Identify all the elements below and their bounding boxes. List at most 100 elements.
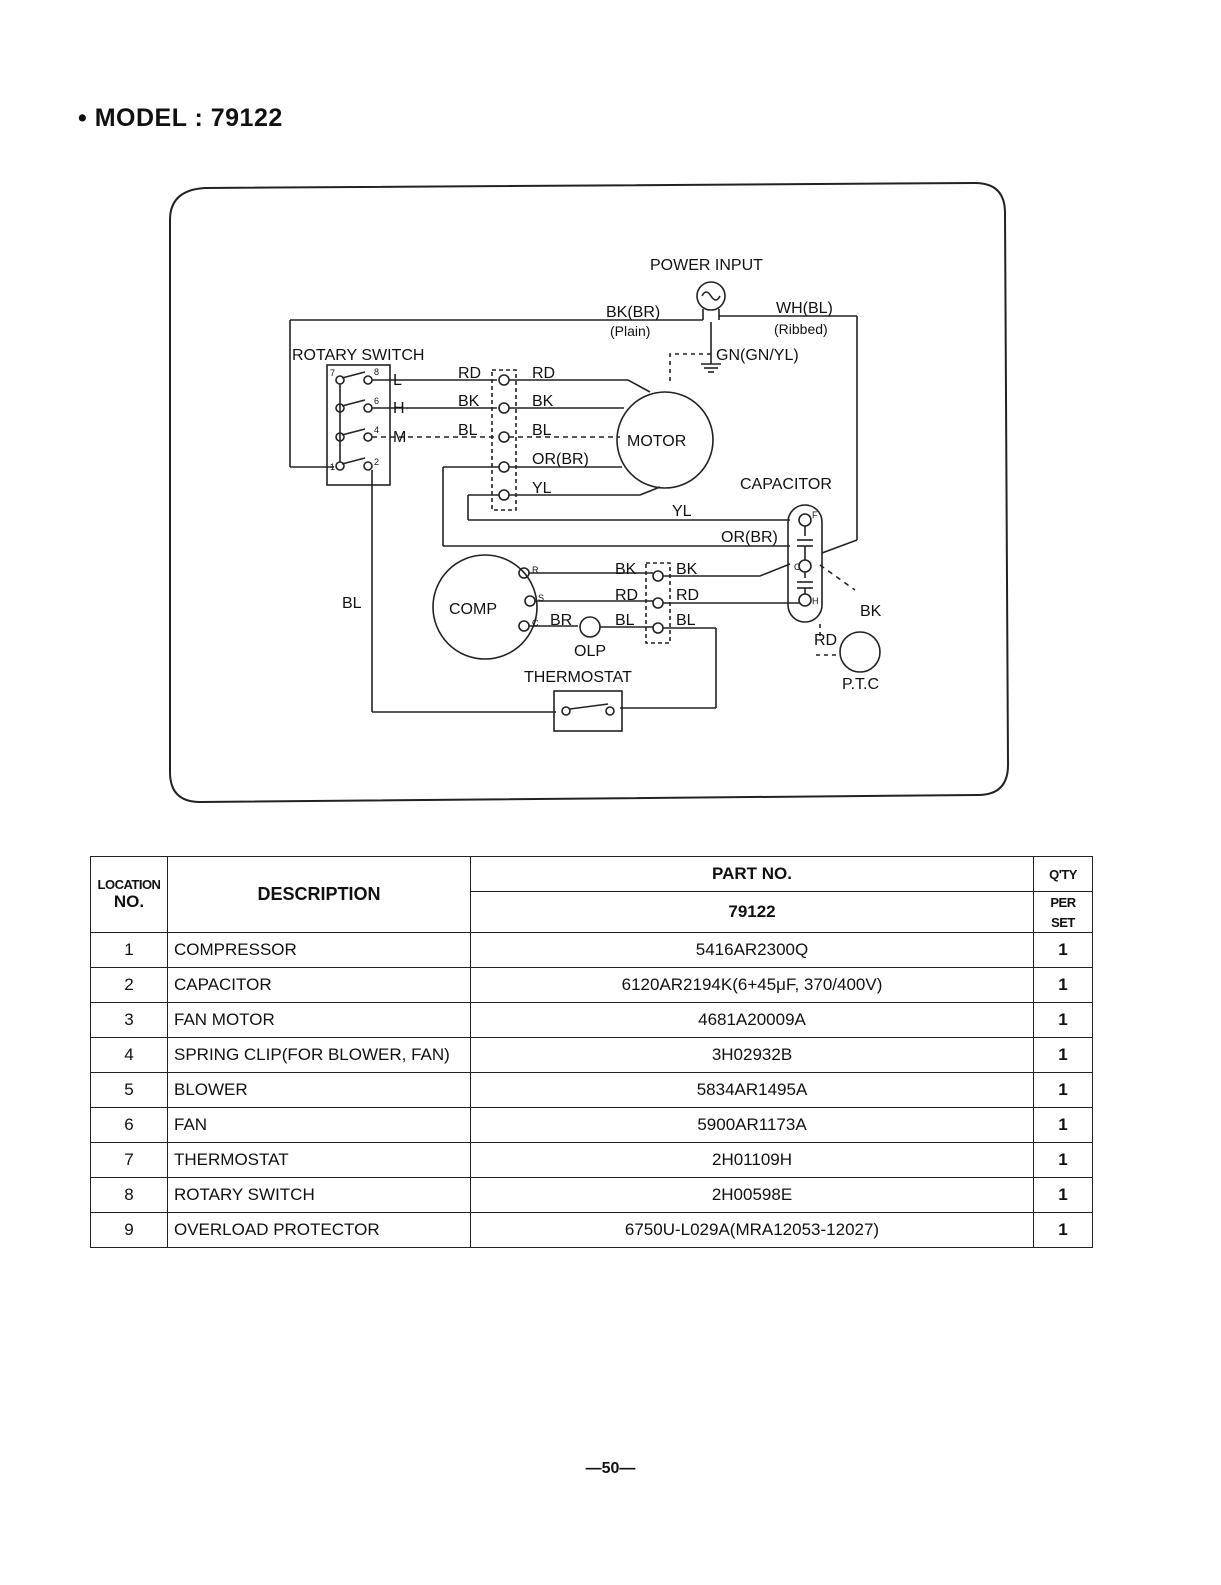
cell-qty: 1 (1033, 1107, 1093, 1143)
cell-description: COMPRESSOR (167, 932, 471, 968)
cell-part-no: 2H01109H (470, 1142, 1034, 1178)
label-pin-2: 2 (374, 457, 379, 467)
table-row: 5 BLOWER 5834AR1495A 1 (90, 1072, 1093, 1108)
ptc-circle (839, 631, 881, 673)
cell-qty: 1 (1033, 1212, 1093, 1248)
table-row: 6 FAN 5900AR1173A 1 (90, 1107, 1093, 1143)
cell-location: 5 (90, 1072, 168, 1108)
cell-description: SPRING CLIP(FOR BLOWER, FAN) (167, 1037, 471, 1073)
cell-location: 9 (90, 1212, 168, 1248)
label-pin-6: 6 (374, 396, 379, 406)
table-row: 4 SPRING CLIP(FOR BLOWER, FAN) 3H02932B … (90, 1037, 1093, 1073)
table-row: 1 COMPRESSOR 5416AR2300Q 1 (90, 932, 1093, 968)
olp-icon (579, 616, 601, 638)
label-cap-f: F (812, 510, 818, 520)
cell-qty: 1 (1033, 967, 1093, 1003)
capacitor-body (787, 504, 823, 623)
cell-location: 1 (90, 932, 168, 968)
cell-description: CAPACITOR (167, 967, 471, 1003)
cell-part-no: 6750U-L029A(MRA12053-12027) (470, 1212, 1034, 1248)
label-wh-bl: WH(BL) (776, 300, 833, 317)
label-ptc-rd: RD (814, 632, 837, 649)
label-terminal-m: M (393, 429, 406, 446)
header-per-set-label: PER SET (1050, 895, 1076, 930)
label-comp-conn-right-bk: BK (676, 561, 698, 578)
cell-description: FAN (167, 1107, 471, 1143)
table-row: 2 CAPACITOR 6120AR2194K(6+45μF, 370/400V… (90, 967, 1093, 1003)
cell-part-no: 5416AR2300Q (470, 932, 1034, 968)
cell-location: 4 (90, 1037, 168, 1073)
label-wire-bl: BL (342, 595, 362, 612)
cell-part-no: 4681A20009A (470, 1002, 1034, 1038)
label-pin-7: 7 (330, 368, 335, 378)
cell-location: 3 (90, 1002, 168, 1038)
header-model: 79122 (470, 891, 1034, 933)
label-motor: MOTOR (627, 433, 686, 450)
label-comp-conn-left-bk: BK (615, 561, 637, 578)
cell-location: 7 (90, 1142, 168, 1178)
table-header-row: 79122 PER SET (91, 891, 1093, 933)
cell-qty: 1 (1033, 1177, 1093, 1213)
parts-table: LOCATION NO. DESCRIPTION PART NO. Q'TY 7… (90, 856, 1093, 1248)
label-plain: (Plain) (610, 323, 650, 339)
label-comp-s: S (538, 593, 544, 603)
compressor-circle (432, 554, 538, 660)
label-cap-yl: YL (672, 503, 692, 520)
cell-qty: 1 (1033, 1037, 1093, 1073)
label-ptc-bk: BK (860, 603, 882, 620)
wiring-diagram: POWER INPUT BK(BR) (Plain) WH(BL) (Ribbe… (169, 181, 1010, 804)
cell-description: OVERLOAD PROTECTOR (167, 1212, 471, 1248)
header-location: LOCATION NO. (90, 856, 168, 933)
table-header-row: LOCATION NO. DESCRIPTION PART NO. Q'TY (90, 856, 1093, 933)
motor-connector (491, 369, 517, 511)
label-ptc: P.T.C (842, 676, 879, 693)
label-comp-conn-left-rd: RD (615, 587, 638, 604)
cell-part-no: 3H02932B (470, 1037, 1034, 1073)
label-conn-left-bl: BL (458, 422, 478, 439)
cell-part-no: 5900AR1173A (470, 1107, 1034, 1143)
cell-qty: 1 (1033, 1142, 1093, 1178)
label-conn-left-rd: RD (458, 365, 481, 382)
label-bk-br: BK(BR) (606, 304, 660, 321)
label-conn-right-bl: BL (532, 422, 552, 439)
cell-location: 8 (90, 1177, 168, 1213)
cell-description: ROTARY SWITCH (167, 1177, 471, 1213)
label-comp: COMP (449, 601, 497, 618)
cell-location: 6 (90, 1107, 168, 1143)
header-description: DESCRIPTION (167, 856, 471, 933)
label-ground: GN(GN/YL) (716, 347, 799, 364)
label-cap-c: C (794, 562, 801, 572)
thermostat-box (553, 690, 623, 732)
label-rotary-switch: ROTARY SWITCH (292, 347, 424, 364)
cell-part-no: 2H00598E (470, 1177, 1034, 1213)
label-pin-8: 8 (374, 367, 379, 377)
header-per-set: PER SET (1033, 891, 1093, 933)
diagram-frame (169, 181, 1010, 804)
label-olp: OLP (574, 643, 606, 660)
header-no-label: NO. (113, 892, 145, 911)
label-capacitor: CAPACITOR (740, 476, 832, 493)
page-number: —50— (585, 1460, 636, 1477)
header-part-no: PART NO. (470, 856, 1034, 892)
label-pin-1: 1 (330, 462, 335, 472)
label-comp-c: C (532, 618, 539, 628)
cell-location: 2 (90, 967, 168, 1003)
label-conn-right-rd: RD (532, 365, 555, 382)
label-cap-or-br: OR(BR) (721, 529, 778, 546)
power-plug-icon (696, 281, 726, 311)
label-conn-right-bk: BK (532, 393, 554, 410)
label-pin-4: 4 (374, 425, 379, 435)
cell-description: THERMOSTAT (167, 1142, 471, 1178)
label-comp-r: R (532, 565, 539, 575)
label-comp-conn-right-bl: BL (676, 612, 696, 629)
header-qty: Q'TY (1033, 856, 1093, 892)
label-conn-left-bk: BK (458, 393, 480, 410)
label-comp-conn-left-bl: BL (615, 612, 635, 629)
label-terminal-h: H (393, 400, 405, 417)
label-ribbed: (Ribbed) (774, 321, 828, 337)
model-title: • MODEL : 79122 (78, 104, 283, 132)
motor-circle (616, 391, 714, 489)
label-wire-br: BR (550, 612, 572, 629)
rotary-switch-box (326, 364, 391, 486)
table-row: 8 ROTARY SWITCH 2H00598E 1 (90, 1177, 1093, 1213)
